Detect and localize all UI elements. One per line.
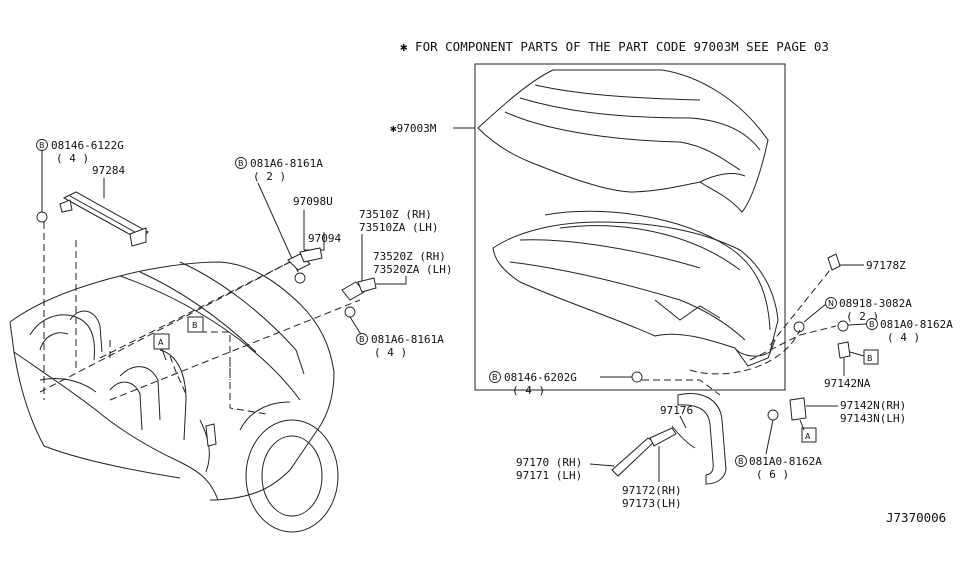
label-97094: 97094 bbox=[308, 232, 341, 245]
svg-text:081A6-8161A: 081A6-8161A bbox=[250, 157, 323, 170]
svg-text:B: B bbox=[492, 373, 498, 382]
svg-text:( 4 ): ( 4 ) bbox=[512, 384, 545, 397]
svg-text:B: B bbox=[238, 159, 244, 168]
svg-text:73520Z (RH): 73520Z (RH) bbox=[373, 250, 446, 263]
ref-box-b-car: B bbox=[187, 316, 204, 333]
svg-text:A: A bbox=[805, 432, 811, 441]
part-73520: 73520Z (RH) 73520ZA (LH) bbox=[341, 250, 452, 301]
fastener-081a0-8162a-4: B 081A0-8162A ( 4 ) bbox=[837, 318, 953, 344]
svg-text:73510Z (RH): 73510Z (RH) bbox=[359, 208, 432, 221]
svg-text:N: N bbox=[828, 299, 834, 308]
top-assembly-frame bbox=[474, 63, 786, 391]
svg-text:B: B bbox=[869, 320, 875, 329]
svg-text:97171 (LH): 97171 (LH) bbox=[516, 469, 582, 482]
svg-text:08146-6122G: 08146-6122G bbox=[51, 139, 124, 152]
fastener-081a0-8162a-6: B 081A0-8162A ( 6 ) bbox=[735, 409, 822, 481]
svg-text:B: B bbox=[738, 457, 744, 466]
label-97142na: 97142NA bbox=[824, 377, 871, 390]
svg-text:081A0-8162A: 081A0-8162A bbox=[880, 318, 953, 331]
svg-text:( 4 ): ( 4 ) bbox=[887, 331, 920, 344]
label-97284: 97284 bbox=[92, 164, 125, 177]
header-note: ✱ FOR COMPONENT PARTS OF THE PART CODE 9… bbox=[400, 39, 829, 54]
car-wheel bbox=[245, 419, 339, 533]
svg-text:08918-3082A: 08918-3082A bbox=[839, 297, 912, 310]
fastener-08146-6202g: B 08146-6202G ( 4 ) bbox=[489, 371, 643, 397]
part-97142n: 97142N(RH) 97143N(LH) A bbox=[789, 397, 906, 443]
svg-text:73520ZA (LH): 73520ZA (LH) bbox=[373, 263, 452, 276]
fastener-08146-6122g: B 08146-6122G ( 4 ) bbox=[36, 139, 124, 223]
part-97170: 97170 (RH) 97171 (LH) bbox=[516, 437, 655, 482]
part-97178z: 97178Z bbox=[827, 253, 906, 272]
svg-text:B: B bbox=[867, 354, 873, 363]
part-97142na: B 97142NA bbox=[824, 341, 879, 390]
dash-connector-2 bbox=[689, 329, 801, 375]
svg-text:081A0-8162A: 081A0-8162A bbox=[749, 455, 822, 468]
svg-text:( 2 ): ( 2 ) bbox=[253, 170, 286, 183]
part-97284: 97284 bbox=[59, 164, 149, 247]
svg-text:97170 (RH): 97170 (RH) bbox=[516, 456, 582, 469]
fastener-081a6-8161a-2: B 081A6-8161A ( 2 ) bbox=[235, 157, 323, 284]
label-97003m: ✱97003M bbox=[390, 122, 437, 135]
svg-text:08146-6202G: 08146-6202G bbox=[504, 371, 577, 384]
svg-text:A: A bbox=[158, 338, 164, 347]
svg-text:081A6-8161A: 081A6-8161A bbox=[371, 333, 444, 346]
part-97098u: 97098U 97094 bbox=[287, 195, 341, 271]
svg-text:73510ZA (LH): 73510ZA (LH) bbox=[359, 221, 438, 234]
part-97176: 97176 bbox=[660, 393, 727, 485]
install-lines bbox=[39, 222, 361, 415]
ref-box-a-car: A bbox=[153, 333, 170, 361]
soft-top-cover bbox=[477, 69, 769, 213]
svg-text:97172(RH): 97172(RH) bbox=[622, 484, 682, 497]
svg-text:B: B bbox=[359, 335, 365, 344]
fastener-081a6-8161a-4: B 081A6-8161A ( 4 ) bbox=[344, 306, 444, 359]
part-73510: 73510Z (RH) 73510ZA (LH) bbox=[349, 208, 438, 291]
label-97176: 97176 bbox=[660, 404, 693, 417]
svg-text:B: B bbox=[39, 141, 45, 150]
label-97178z: 97178Z bbox=[866, 259, 906, 272]
car-body bbox=[9, 261, 339, 533]
svg-text:97143N(LH): 97143N(LH) bbox=[840, 412, 906, 425]
diagram-code: J7370006 bbox=[886, 510, 946, 525]
label-97098u: 97098U bbox=[293, 195, 333, 208]
dash-connector-4 bbox=[769, 269, 831, 346]
svg-text:( 4 ): ( 4 ) bbox=[374, 346, 407, 359]
svg-text:B: B bbox=[192, 321, 198, 330]
part-97172: 97172(RH) 97173(LH) bbox=[622, 427, 682, 510]
soft-top-frame bbox=[492, 210, 779, 367]
svg-text:( 6 ): ( 6 ) bbox=[756, 468, 789, 481]
svg-text:97142N(RH): 97142N(RH) bbox=[840, 399, 906, 412]
svg-text:97173(LH): 97173(LH) bbox=[622, 497, 682, 510]
dash-connector-3 bbox=[749, 325, 837, 361]
dash-connector-1 bbox=[642, 379, 721, 396]
svg-text:( 4 ): ( 4 ) bbox=[56, 152, 89, 165]
